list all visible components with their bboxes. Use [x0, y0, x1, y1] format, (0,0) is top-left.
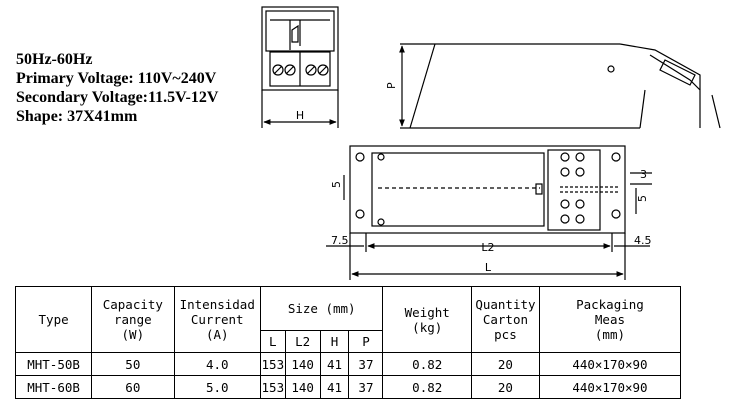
- cell-type: MHT-50B: [14, 352, 93, 376]
- cell-pack: 440×170×90: [538, 375, 682, 399]
- header-size-l: L: [259, 330, 286, 353]
- dim-7-5-label: 7.5: [331, 234, 349, 247]
- cell-l: 153: [259, 375, 286, 399]
- table-row: MHT-60B 60 5.0 153 140 41 37 0.82 20 440…: [14, 375, 682, 399]
- top-view: [326, 145, 652, 280]
- dim-5-right-label: 5: [636, 195, 649, 202]
- cell-p: 37: [348, 375, 384, 399]
- side-view: [399, 43, 721, 129]
- cell-weight: 0.82: [382, 352, 472, 376]
- cell-p: 37: [348, 352, 384, 376]
- cell-capacity: 60: [91, 375, 175, 399]
- cell-weight: 0.82: [382, 375, 472, 399]
- cell-h: 41: [319, 375, 350, 399]
- spec-shape: Shape: 37X41mm: [16, 108, 138, 125]
- spec-secondary-voltage: Secondary Voltage:11.5V-12V: [16, 89, 219, 106]
- header-size-l2: L2: [284, 330, 321, 353]
- dim-p-label: P: [385, 82, 398, 89]
- cell-current: 5.0: [173, 375, 261, 399]
- cell-l2: 140: [284, 375, 321, 399]
- dim-4-5-label: 4.5: [634, 234, 652, 247]
- cell-type: MHT-60B: [14, 375, 93, 399]
- cell-current: 4.0: [173, 352, 261, 376]
- header-size-p: P: [348, 330, 384, 353]
- cell-l: 153: [259, 352, 286, 376]
- dim-5-left-label: 5: [330, 181, 343, 188]
- cell-capacity: 50: [91, 352, 175, 376]
- dim-3-label: 3: [640, 168, 647, 181]
- spec-list: 50Hz-60Hz Primary Voltage: 110V~240V Sec…: [16, 50, 266, 126]
- header-weight: Weight(kg): [382, 286, 472, 353]
- cell-l2: 140: [284, 352, 321, 376]
- cell-qty: 20: [470, 375, 540, 399]
- header-size: Size (mm): [259, 286, 384, 331]
- spec-frequency: 50Hz-60Hz: [16, 51, 93, 68]
- technical-drawing: H P: [261, 6, 721, 280]
- dim-h-label: H: [296, 109, 304, 122]
- table-row: MHT-50B 50 4.0 153 140 41 37 0.82 20 440…: [14, 352, 682, 376]
- cell-h: 41: [319, 352, 350, 376]
- spec-primary-voltage: Primary Voltage: 110V~240V: [16, 70, 217, 87]
- dim-l2-label: L2: [481, 241, 494, 254]
- header-size-h: H: [319, 330, 350, 353]
- front-view: [261, 6, 339, 128]
- cell-qty: 20: [470, 352, 540, 376]
- dim-l-label: L: [485, 261, 492, 274]
- header-type: Type: [14, 286, 93, 353]
- cell-pack: 440×170×90: [538, 352, 682, 376]
